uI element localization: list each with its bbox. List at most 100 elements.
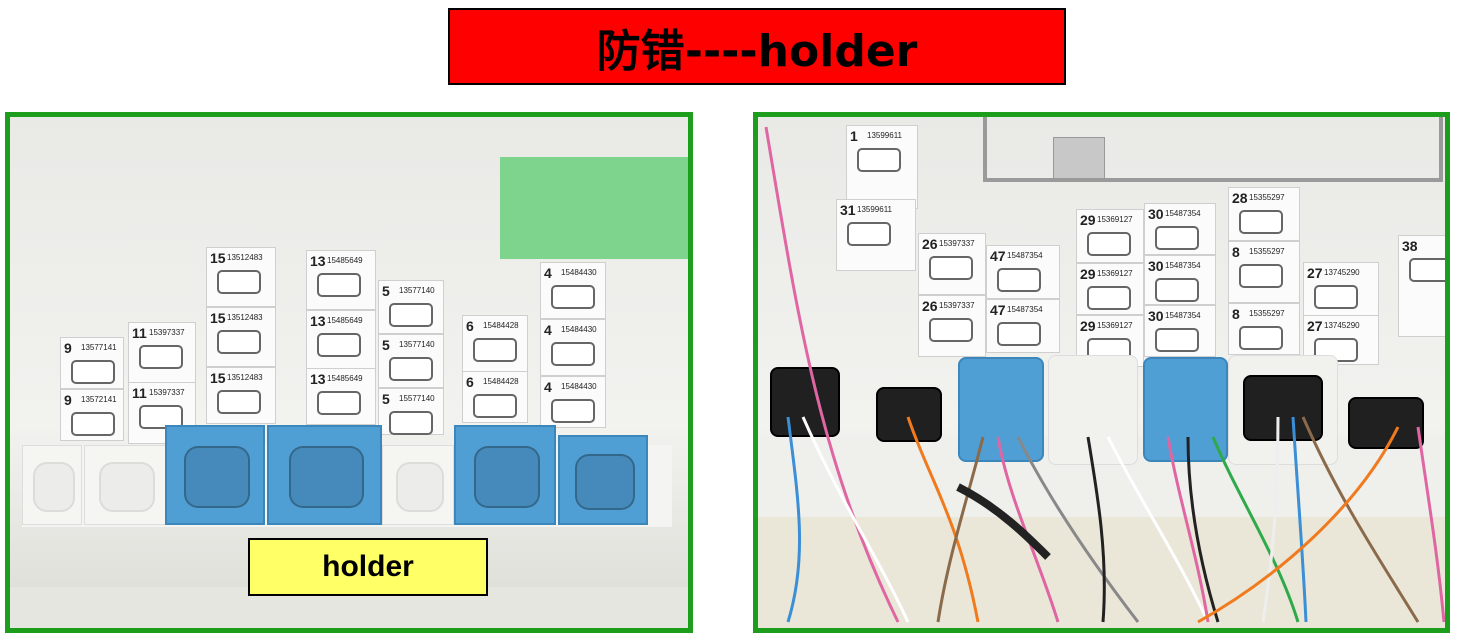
label-card: 47 15487354 (986, 299, 1060, 353)
label-card: 6 15484428 (462, 315, 528, 372)
connector-diagram-icon (473, 338, 517, 362)
label-part-number: 15369127 (1097, 215, 1133, 224)
label-card: 13 15485649 (306, 250, 376, 310)
connector-diagram-icon (389, 357, 433, 381)
connector-diagram-icon (1239, 210, 1283, 234)
connector-diagram-icon (929, 318, 973, 342)
label-number: 6 (466, 318, 474, 334)
label-number: 4 (544, 379, 552, 395)
label-part-number: 13577140 (399, 286, 435, 295)
connector-diagram-icon (217, 390, 261, 414)
connector-black (876, 387, 942, 442)
label-number: 27 (1307, 318, 1323, 334)
label-card: 9 13577141 (60, 337, 124, 389)
connector-diagram-icon (473, 394, 517, 418)
label-number: 13 (310, 253, 326, 269)
connector-diagram-icon (71, 412, 115, 436)
label-part-number: 15484428 (483, 321, 519, 330)
wire-harness (764, 126, 1445, 624)
title-banner: 防错----holder (448, 8, 1066, 85)
label-number: 9 (64, 392, 72, 408)
label-number: 30 (1148, 258, 1164, 274)
label-part-number: 13599611 (857, 205, 892, 214)
label-part-number: 13745290 (1324, 321, 1360, 330)
label-part-number: 15397337 (149, 388, 185, 397)
label-part-number: 15577140 (399, 394, 435, 403)
connector-diagram-icon (997, 268, 1041, 292)
holder-white (382, 445, 454, 525)
label-card: 30 15487354 (1144, 305, 1216, 357)
label-part-number: 15484428 (483, 377, 519, 386)
label-card: 15 13512483 (206, 367, 276, 424)
label-card: 13 15485649 (306, 310, 376, 370)
connector-holder-blue (1143, 357, 1228, 462)
label-part-number: 15355297 (1249, 193, 1285, 202)
label-card: 9 13572141 (60, 389, 124, 441)
label-part-number: 15369127 (1097, 321, 1133, 330)
connector-diagram-icon (551, 285, 595, 309)
label-number: 5 (382, 337, 390, 353)
holder-white (22, 445, 82, 525)
label-part-number: 15355297 (1249, 247, 1285, 256)
metal-rack (983, 117, 1443, 182)
connector-diagram-icon (1409, 258, 1445, 282)
label-card: 26 15397337 (918, 233, 986, 295)
label-card: 26 15397337 (918, 295, 986, 357)
right-photo-connectors: 1 13599611 31 13599611 26 15397337 26 15… (753, 112, 1450, 633)
label-part-number: 15487354 (1007, 305, 1043, 314)
connector-holder-white (1048, 355, 1138, 465)
connector-diagram-icon (551, 342, 595, 366)
connector-diagram-icon (1239, 264, 1283, 288)
label-number: 27 (1307, 265, 1323, 281)
label-number: 13 (310, 371, 326, 387)
label-part-number: 13599611 (867, 131, 902, 140)
label-part-number: 15487354 (1165, 261, 1201, 270)
label-number: 15 (210, 310, 226, 326)
label-part-number: 15369127 (1097, 269, 1133, 278)
label-card: 4 15484430 (540, 319, 606, 376)
label-part-number: 13577140 (399, 340, 435, 349)
label-card: 28 15355297 (1228, 187, 1300, 241)
connector-diagram-icon (139, 345, 183, 369)
connector-black (770, 367, 840, 437)
holder-cavity (395, 461, 445, 513)
connector-holder-blue (958, 357, 1044, 462)
label-part-number: 15355297 (1249, 309, 1285, 318)
label-part-number: 15484430 (561, 268, 597, 277)
label-number: 29 (1080, 266, 1096, 282)
connector-diagram-icon (389, 303, 433, 327)
left-photo-holders: 9 13577141 9 13572141 11 15397337 11 153… (5, 112, 693, 633)
holder-cavity (99, 461, 155, 513)
label-number: 29 (1080, 212, 1096, 228)
label-card: 5 13577140 (378, 280, 444, 334)
label-card: 8 15355297 (1228, 303, 1300, 355)
label-number: 5 (382, 391, 390, 407)
label-card: 5 13577140 (378, 334, 444, 388)
holder-cavity (473, 446, 541, 508)
label-number: 9 (64, 340, 72, 356)
connector-diagram-icon (551, 399, 595, 423)
label-card: 15 13512483 (206, 307, 276, 367)
label-card: 29 15369127 (1076, 263, 1144, 315)
rack-bracket (1053, 137, 1105, 179)
label-part-number: 13512483 (227, 313, 263, 322)
label-part-number: 15487354 (1007, 251, 1043, 260)
connector-diagram-icon (389, 411, 433, 435)
label-card: 29 15369127 (1076, 209, 1144, 263)
label-card: 4 15484430 (540, 262, 606, 319)
label-number: 15 (210, 370, 226, 386)
label-card: 8 15355297 (1228, 241, 1300, 303)
connector-diagram-icon (1239, 326, 1283, 350)
label-card: 30 15487354 (1144, 203, 1216, 255)
label-number: 38 (1402, 238, 1418, 254)
label-part-number: 15485649 (327, 316, 363, 325)
label-card: 11 15397337 (128, 382, 196, 444)
label-number: 4 (544, 322, 552, 338)
connector-diagram-icon (1155, 328, 1199, 352)
label-number: 6 (466, 374, 474, 390)
connector-diagram-icon (1087, 286, 1131, 310)
label-part-number: 15485649 (327, 256, 363, 265)
board-green-label (500, 157, 688, 259)
label-number: 15 (210, 250, 226, 266)
holder-cavity (33, 461, 75, 513)
